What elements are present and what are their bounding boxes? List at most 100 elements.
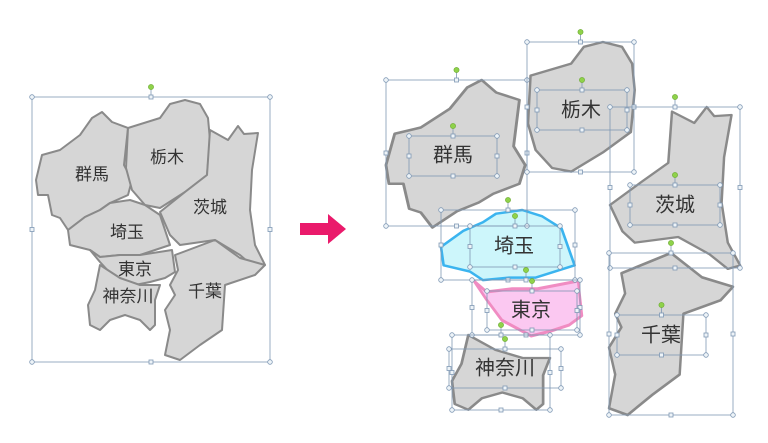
resize-handle[interactable]: [577, 332, 583, 338]
resize-handle[interactable]: [574, 327, 580, 333]
resize-handle[interactable]: [467, 244, 473, 249]
resize-handle[interactable]: [717, 202, 723, 208]
resize-handle[interactable]: [737, 185, 743, 190]
resize-handle[interactable]: [524, 104, 530, 110]
resize-handle[interactable]: [547, 332, 553, 338]
resize-handle[interactable]: [529, 327, 535, 333]
rotation-handle[interactable]: [668, 240, 674, 246]
resize-handle[interactable]: [607, 265, 613, 271]
resize-handle[interactable]: [547, 370, 553, 375]
rotation-handle[interactable]: [498, 322, 504, 328]
resize-handle[interactable]: [607, 185, 613, 190]
resize-handle[interactable]: [534, 87, 540, 93]
rotation-handle[interactable]: [453, 67, 460, 73]
resize-handle[interactable]: [574, 308, 580, 313]
resize-handle[interactable]: [659, 352, 664, 358]
resize-handle[interactable]: [523, 277, 529, 283]
resize-handle[interactable]: [668, 412, 674, 418]
resize-handle[interactable]: [446, 385, 452, 391]
resize-handle[interactable]: [469, 277, 475, 283]
resize-handle[interactable]: [672, 265, 678, 271]
resize-handle[interactable]: [572, 207, 578, 213]
resize-handle[interactable]: [406, 153, 412, 159]
resize-handle[interactable]: [558, 366, 564, 371]
resize-handle[interactable]: [454, 223, 459, 229]
resize-handle[interactable]: [577, 305, 583, 310]
resize-handle[interactable]: [572, 242, 578, 248]
resize-handle[interactable]: [148, 359, 154, 365]
resize-handle[interactable]: [524, 39, 530, 45]
resize-handle[interactable]: [469, 305, 475, 310]
resize-handle[interactable]: [672, 104, 678, 110]
resize-handle[interactable]: [267, 227, 273, 232]
resize-handle[interactable]: [512, 264, 518, 270]
resize-handle[interactable]: [502, 385, 508, 391]
resize-handle[interactable]: [494, 133, 500, 139]
resize-handle[interactable]: [267, 359, 273, 365]
resize-handle[interactable]: [494, 153, 500, 159]
resize-handle[interactable]: [703, 352, 709, 358]
resize-handle[interactable]: [627, 222, 633, 228]
resize-handle[interactable]: [574, 288, 580, 294]
resize-handle[interactable]: [494, 173, 500, 179]
resize-handle[interactable]: [624, 127, 630, 133]
resize-handle[interactable]: [454, 77, 459, 83]
resize-handle[interactable]: [534, 127, 540, 133]
resize-handle[interactable]: [614, 352, 620, 358]
resize-handle[interactable]: [547, 407, 553, 413]
resize-handle[interactable]: [529, 288, 535, 294]
resize-handle[interactable]: [579, 127, 585, 133]
resize-handle[interactable]: [383, 150, 389, 156]
resize-handle[interactable]: [505, 207, 511, 213]
rotation-handle[interactable]: [148, 84, 154, 90]
resize-handle[interactable]: [558, 385, 564, 391]
resize-handle[interactable]: [406, 173, 412, 179]
resize-handle[interactable]: [607, 104, 613, 110]
resize-handle[interactable]: [524, 169, 530, 175]
resize-handle[interactable]: [449, 332, 455, 338]
resize-handle[interactable]: [717, 222, 723, 228]
resize-handle[interactable]: [578, 39, 583, 45]
resize-handle[interactable]: [29, 94, 35, 100]
rotation-handle[interactable]: [502, 336, 508, 342]
resize-handle[interactable]: [627, 182, 633, 188]
resize-handle[interactable]: [578, 169, 583, 175]
resize-handle[interactable]: [624, 107, 630, 113]
resize-handle[interactable]: [498, 407, 504, 413]
resize-handle[interactable]: [534, 107, 540, 113]
rotation-handle[interactable]: [658, 302, 665, 308]
resize-handle[interactable]: [606, 331, 612, 337]
resize-handle[interactable]: [502, 346, 508, 352]
resize-handle[interactable]: [512, 223, 518, 229]
resize-handle[interactable]: [737, 265, 743, 271]
resize-handle[interactable]: [450, 133, 456, 139]
resize-handle[interactable]: [730, 331, 736, 337]
resize-handle[interactable]: [557, 264, 563, 270]
resize-handle[interactable]: [703, 332, 709, 338]
resize-handle[interactable]: [577, 277, 583, 283]
rotation-handle[interactable]: [672, 172, 678, 178]
resize-handle[interactable]: [484, 327, 490, 333]
resize-handle[interactable]: [449, 407, 455, 413]
resize-handle[interactable]: [672, 222, 678, 228]
resize-handle[interactable]: [148, 94, 154, 100]
rotation-handle[interactable]: [579, 77, 585, 83]
resize-handle[interactable]: [498, 332, 504, 338]
resize-handle[interactable]: [631, 169, 637, 175]
resize-handle[interactable]: [438, 277, 444, 283]
resize-handle[interactable]: [737, 104, 743, 110]
rotation-handle[interactable]: [512, 213, 518, 219]
resize-handle[interactable]: [579, 87, 585, 93]
rotation-handle[interactable]: [672, 94, 678, 100]
resize-handle[interactable]: [730, 412, 736, 418]
resize-handle[interactable]: [450, 173, 456, 179]
resize-handle[interactable]: [606, 250, 612, 256]
resize-handle[interactable]: [406, 133, 412, 139]
resize-handle[interactable]: [624, 87, 630, 93]
resize-handle[interactable]: [557, 244, 563, 249]
resize-handle[interactable]: [446, 366, 452, 371]
resize-handle[interactable]: [438, 207, 444, 213]
resize-handle[interactable]: [383, 77, 389, 83]
resize-handle[interactable]: [484, 288, 490, 294]
resize-handle[interactable]: [267, 94, 273, 100]
